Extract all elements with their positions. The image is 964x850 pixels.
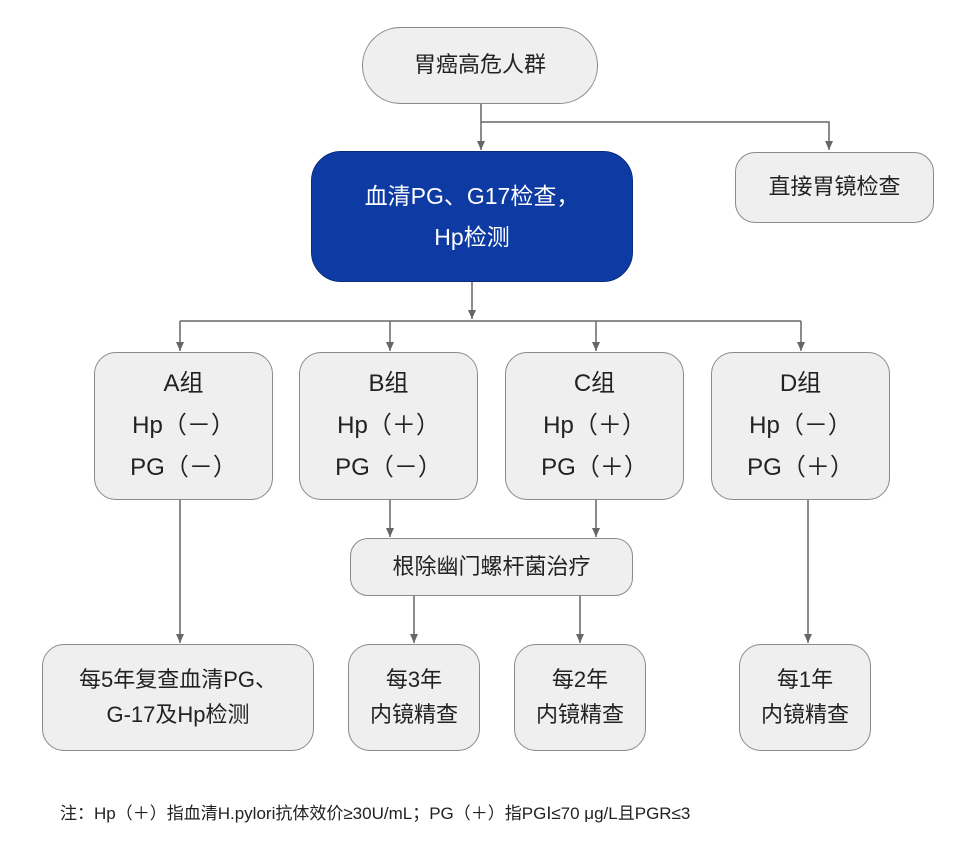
group-b-title: B组 (368, 370, 409, 397)
screening-line-2: Hp检测 (434, 223, 510, 250)
outcome-1yr-line-1: 每1年 (776, 667, 834, 693)
outcome-group-a-line-1: 每5年复查血清PG、 (78, 667, 278, 693)
high-risk-node: 胃癌高危人群 (362, 27, 598, 104)
group-c-pg: PG（＋） (541, 454, 648, 481)
screening-line-1: 血清PG、G17检查， (364, 183, 580, 210)
footnote: 注：Hp（＋）指血清H.pylori抗体效价≥30U/mL；PG（＋）指PGⅠ≤… (60, 804, 691, 823)
outcome-3yr-node: 每3年 内镜精查 (348, 644, 480, 751)
outcome-2yr-line-1: 每2年 (551, 667, 609, 693)
group-b-node: B组 Hp（＋） PG（－） (299, 352, 478, 500)
outcome-2yr-line-2: 内镜精查 (535, 701, 624, 727)
group-d-title: D组 (779, 370, 822, 397)
high-risk-label: 胃癌高危人群 (413, 52, 546, 78)
group-a-hp: Hp（－） (132, 412, 235, 439)
outcome-1yr-line-2: 内镜精查 (760, 701, 849, 727)
group-d-pg: PG（＋） (747, 454, 854, 481)
group-b-hp: Hp（＋） (337, 412, 440, 439)
eradication-label: 根除幽门螺杆菌治疗 (392, 553, 591, 579)
group-a-title: A组 (163, 370, 204, 397)
group-c-title: C组 (573, 370, 616, 397)
direct-endoscopy-label: 直接胃镜检查 (768, 174, 901, 200)
group-a-node: A组 Hp（－） PG（－） (94, 352, 273, 500)
arrow-to-direct-endoscopy (481, 121, 833, 150)
outcome-group-a-line-2: G-17及Hp检测 (106, 701, 250, 727)
group-d-node: D组 Hp（－） PG（＋） (711, 352, 890, 500)
group-a-pg: PG（－） (130, 454, 237, 481)
outcome-1yr-node: 每1年 内镜精查 (739, 644, 871, 751)
outcome-3yr-line-2: 内镜精查 (369, 701, 458, 727)
group-d-hp: Hp（－） (749, 412, 852, 439)
group-c-hp: Hp（＋） (543, 412, 646, 439)
group-b-pg: PG（－） (335, 454, 442, 481)
outcome-2yr-node: 每2年 内镜精查 (514, 644, 646, 751)
direct-endoscopy-node: 直接胃镜检查 (735, 152, 934, 223)
group-c-node: C组 Hp（＋） PG（＋） (505, 352, 684, 500)
outcome-3yr-line-1: 每3年 (385, 667, 443, 693)
outcome-group-a-node: 每5年复查血清PG、 G-17及Hp检测 (42, 644, 314, 751)
screening-node: 血清PG、G17检查， Hp检测 (311, 151, 633, 282)
eradication-node: 根除幽门螺杆菌治疗 (350, 538, 633, 596)
